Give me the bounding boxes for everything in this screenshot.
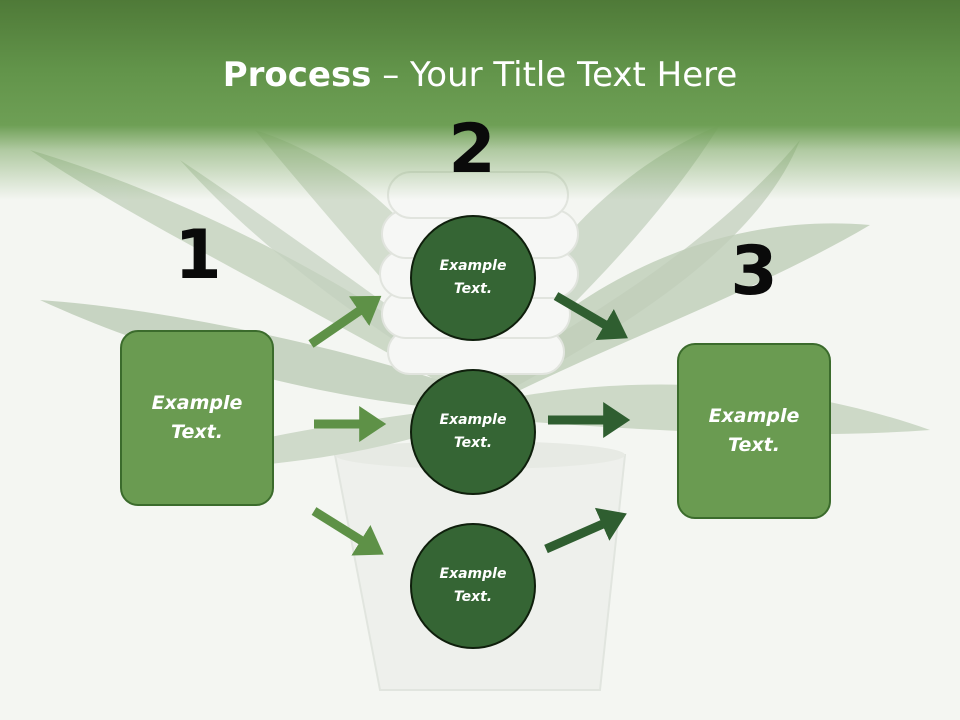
step-number-3: 3 (730, 232, 778, 311)
slide-title: Process – Your Title Text Here (0, 52, 960, 98)
output-box[interactable]: Example Text. (677, 343, 831, 519)
arrow-1-to-top (308, 295, 382, 348)
input-box[interactable]: Example Text. (120, 330, 274, 506)
arrow-bottom-to-3 (544, 507, 627, 554)
circle-middle-line2: Text. (453, 435, 493, 451)
arrow-1-to-bottom (311, 507, 384, 556)
process-circle-middle[interactable]: Example Text. (410, 369, 536, 495)
output-box-line2: Text. (728, 434, 780, 456)
step-number-2: 2 (448, 110, 496, 189)
process-circle-top[interactable]: Example Text. (410, 215, 536, 341)
title-bold-part: Process (222, 55, 372, 95)
output-box-line1: Example (708, 405, 800, 427)
title-bar (0, 0, 960, 200)
arrow-top-to-3 (553, 292, 628, 341)
title-rest-part: – Your Title Text Here (371, 55, 738, 95)
input-box-line2: Text. (171, 421, 223, 443)
step-number-1: 1 (174, 216, 222, 295)
circle-bottom-line1: Example (439, 566, 507, 582)
circle-middle-line1: Example (439, 412, 507, 428)
circle-top-line1: Example (439, 258, 507, 274)
circle-top-line2: Text. (453, 281, 493, 297)
input-box-line1: Example (151, 392, 243, 414)
circle-bottom-line2: Text. (453, 589, 493, 605)
process-circle-bottom[interactable]: Example Text. (410, 523, 536, 649)
